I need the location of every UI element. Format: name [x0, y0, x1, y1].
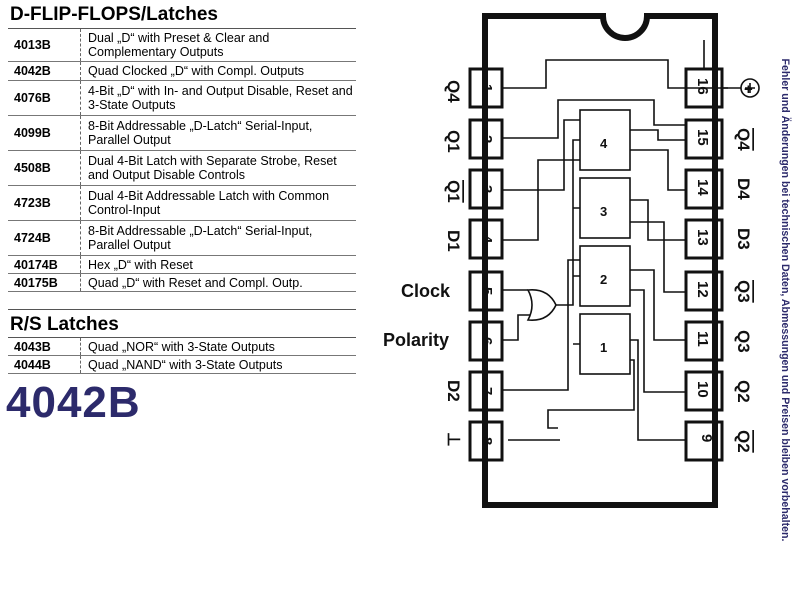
pin-label-q2: Q2 — [734, 380, 753, 403]
part-code: 4043B — [14, 339, 51, 354]
part-code: 4044B — [14, 357, 51, 372]
polarity-gate — [526, 288, 557, 322]
pin-number: 7 — [478, 387, 495, 395]
part-description: Dual 4-Bit Latch with Separate Strobe, R… — [80, 151, 356, 185]
pin-label-d2: D2 — [444, 380, 463, 402]
pin-label-q1: Q1 — [444, 130, 463, 153]
pin-box — [468, 168, 504, 210]
part-description: Hex „D“ with Reset — [80, 256, 356, 273]
pin-label-q4: Q4 — [444, 80, 463, 103]
latch-number: 3 — [600, 204, 607, 219]
part-description: 4-Bit „D“ with In- and Output Disable, R… — [80, 81, 356, 115]
pin-number: 13 — [694, 229, 711, 246]
pin-box — [468, 370, 504, 412]
pin-box — [468, 320, 504, 362]
pin-label-q2-bar: Q2 — [734, 430, 753, 453]
table-row: 4042B Quad Clocked „D“ with Compl. Output… — [8, 62, 356, 81]
pin-number: 5 — [478, 287, 495, 295]
part-code: 40175B — [14, 275, 58, 290]
pin-box — [468, 218, 504, 260]
part-description: Dual „D“ with Preset & Clear and Complem… — [80, 29, 356, 61]
table-row: 40175B Quad „D“ with Reset and Compl. Out… — [8, 274, 356, 292]
pin-number: 4 — [478, 235, 495, 244]
part-code: 4013B — [14, 38, 51, 52]
pin-label-d4: D4 — [734, 178, 753, 200]
pin-label-q4-bar: Q4 — [734, 128, 753, 151]
pin-number: 3 — [478, 185, 495, 193]
part-description: 8-Bit Addressable „D-Latch“ Serial-Input… — [80, 116, 356, 150]
pin-number: 9 — [698, 434, 715, 442]
part-description: Quad Clocked „D“ with Compl. Outputs — [80, 62, 356, 80]
pin-box — [468, 420, 504, 462]
pin-box — [684, 370, 724, 412]
pin-number: 2 — [478, 135, 495, 143]
part-code: 4099B — [14, 126, 51, 140]
table-row: 4013B Dual „D“ with Preset & Clear and Co… — [8, 29, 356, 62]
table-row: 4723B Dual 4-Bit Addressable Latch with C… — [8, 186, 356, 221]
part-code: 40174B — [14, 257, 58, 272]
table-row: 40174B Hex „D“ with Reset — [8, 256, 356, 274]
table-row: 4724B 8-Bit Addressable „D-Latch“ Serial-… — [8, 221, 356, 256]
pin-number: 11 — [694, 331, 711, 347]
pin-label-d1: D1 — [444, 230, 463, 252]
part-number-heading: 4042B — [6, 378, 141, 427]
table-row: 4076B 4-Bit „D“ with In- and Output Disab… — [8, 81, 356, 116]
part-code: 4723B — [14, 196, 51, 210]
pin-box — [468, 270, 504, 312]
pin-box — [468, 118, 504, 160]
part-code: 4508B — [14, 161, 51, 175]
chip-package — [482, 13, 718, 508]
part-description: 8-Bit Addressable „D-Latch“ Serial-Input… — [80, 221, 356, 255]
table-row: 4508B Dual 4-Bit Latch with Separate Stro… — [8, 151, 356, 186]
pin-number: 14 — [694, 179, 711, 196]
pin-number: 16 — [694, 78, 711, 95]
side-note: Fehler und Änderungen bei technischen Da… — [776, 4, 794, 596]
part-description: Dual 4-Bit Addressable Latch with Common… — [80, 186, 356, 220]
pin-number: 12 — [694, 281, 711, 298]
table-row: 4044B Quad „NAND“ with 3-State Outputs — [8, 356, 356, 374]
pin-label-vdd: + — [744, 81, 753, 98]
latch-number: 1 — [600, 340, 607, 355]
pin-number: 1 — [478, 84, 495, 92]
part-description: Quad „D“ with Reset and Compl. Outp. — [80, 274, 356, 291]
pin-box — [684, 168, 724, 210]
pin-number: 10 — [694, 381, 711, 398]
section-title-rs: R/S Latches — [10, 314, 119, 335]
pin-box — [684, 320, 724, 362]
pin-box — [684, 420, 724, 462]
pin-label-q3: Q3 — [734, 330, 753, 353]
pin-box — [684, 218, 724, 260]
pin-label-polarity: Polarity — [383, 330, 449, 350]
part-code: 4076B — [14, 91, 51, 105]
part-description: Quad „NOR“ with 3-State Outputs — [80, 338, 356, 355]
latch-number: 4 — [600, 136, 608, 151]
table-row: 4043B Quad „NOR“ with 3-State Outputs — [8, 338, 356, 356]
latch-number: 2 — [600, 272, 607, 287]
divider — [8, 28, 356, 29]
ground-icon: ⊥ — [444, 432, 463, 447]
table-row: 4099B 8-Bit Addressable „D-Latch“ Serial-… — [8, 116, 356, 151]
section-title-dflip: D-FLIP-FLOPS/Latches — [10, 4, 218, 25]
pin-label-clock: Clock — [401, 281, 451, 301]
chip-diagram: 4 3 2 1 1 2 3 4 5 6 7 8 16 15 14 13 12 1… — [368, 0, 773, 600]
pin-number: 8 — [478, 437, 495, 445]
side-note-text: Fehler und Änderungen bei technischen Da… — [779, 58, 791, 542]
pin-box — [684, 270, 724, 312]
pin-number: 6 — [478, 337, 495, 345]
chip-drawing: 4 3 2 1 1 2 3 4 5 6 7 8 16 15 14 13 12 1… — [383, 13, 760, 508]
divider — [8, 337, 356, 338]
part-code: 4724B — [14, 231, 51, 245]
pin-label-q1-bar: Q1 — [444, 180, 463, 203]
pin-box — [684, 118, 724, 160]
pin-number: 15 — [694, 129, 711, 146]
pin-label-q3-bar: Q3 — [734, 280, 753, 303]
part-description: Quad „NAND“ with 3-State Outputs — [80, 356, 356, 373]
divider — [8, 309, 356, 310]
part-code: 4042B — [14, 64, 51, 78]
pin-label-d3: D3 — [734, 228, 753, 250]
